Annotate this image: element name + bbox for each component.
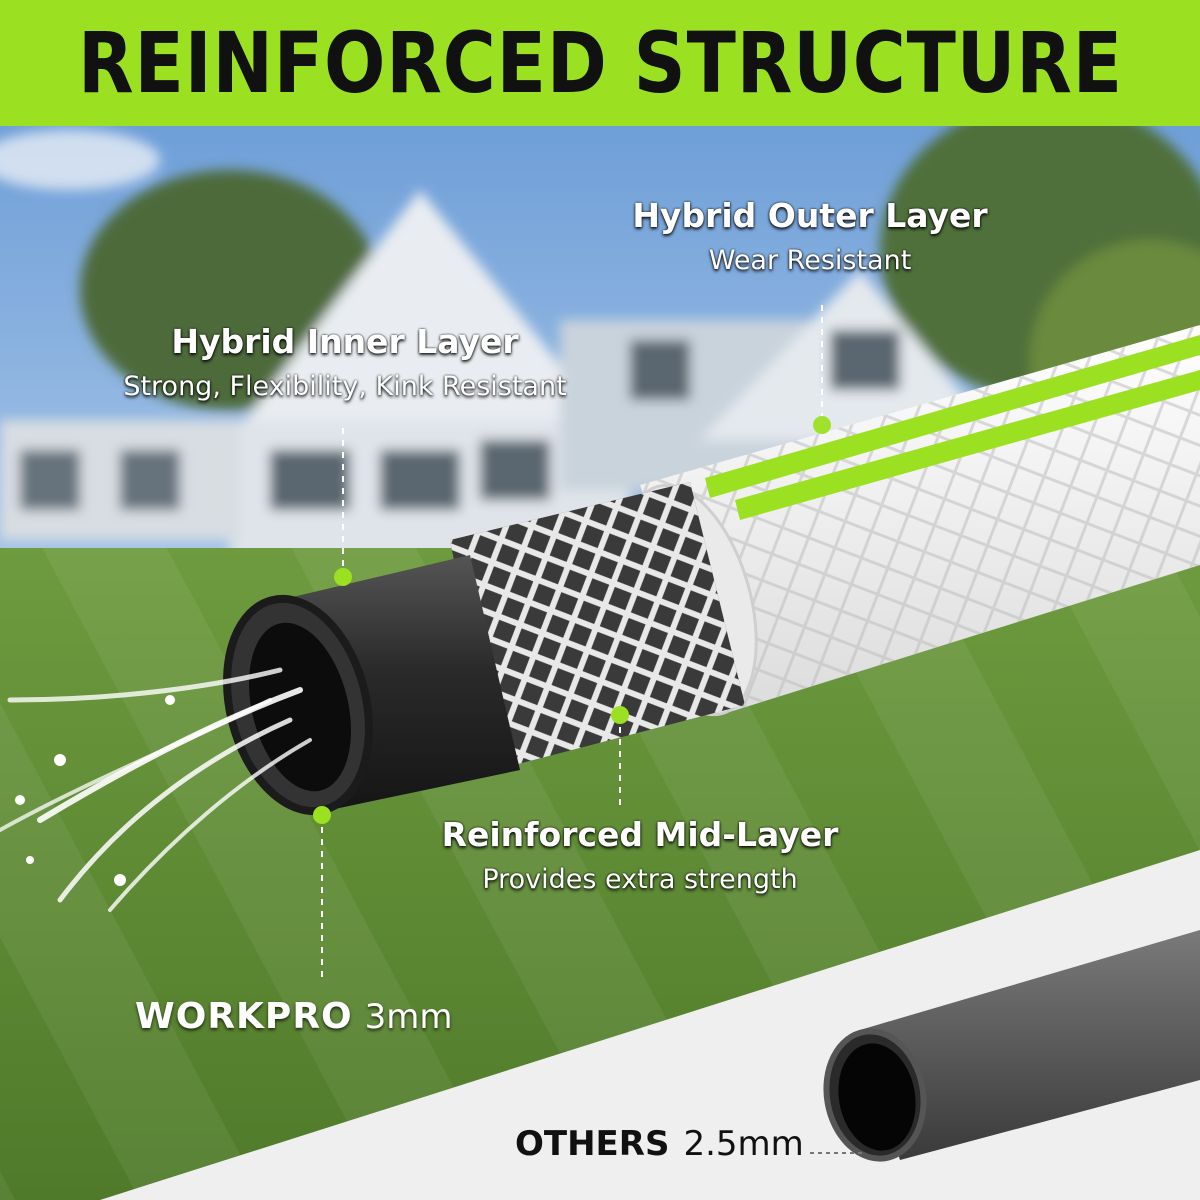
outer-layer-callout: Hybrid Outer Layer Wear Resistant xyxy=(620,196,1000,276)
water-splash xyxy=(0,667,312,912)
workpro-thickness: 3mm xyxy=(364,997,453,1037)
workpro-thickness-label: WORKPRO 3mm xyxy=(135,996,453,1037)
others-thickness-label: OTHERS 2.5mm xyxy=(515,1124,804,1164)
others-hose xyxy=(823,930,1200,1162)
inner-layer-title: Hybrid Inner Layer xyxy=(171,322,519,361)
callout-dots xyxy=(313,416,831,824)
mid-layer-callout: Reinforced Mid-Layer Provides extra stre… xyxy=(420,815,860,895)
page-title: REINFORCED STRUCTURE xyxy=(77,14,1123,112)
mid-layer-title: Reinforced Mid-Layer xyxy=(441,815,839,854)
inner-layer-callout: Hybrid Inner Layer Strong, Flexibility, … xyxy=(90,322,600,402)
inner-layer xyxy=(223,555,520,816)
others-brand: OTHERS xyxy=(515,1124,670,1164)
mid-layer xyxy=(450,482,745,770)
mid-layer-subtitle: Provides extra strength xyxy=(482,864,798,895)
header-banner: REINFORCED STRUCTURE xyxy=(0,0,1200,126)
others-thickness: 2.5mm xyxy=(683,1124,804,1164)
hose-illustration xyxy=(0,126,1200,1200)
outer-layer-title: Hybrid Outer Layer xyxy=(632,196,988,235)
callout-lines xyxy=(321,305,823,980)
inner-layer-subtitle: Strong, Flexibility, Kink Resistant xyxy=(123,371,567,402)
outer-layer-subtitle: Wear Resistant xyxy=(708,245,912,276)
workpro-brand: WORKPRO xyxy=(135,996,353,1037)
